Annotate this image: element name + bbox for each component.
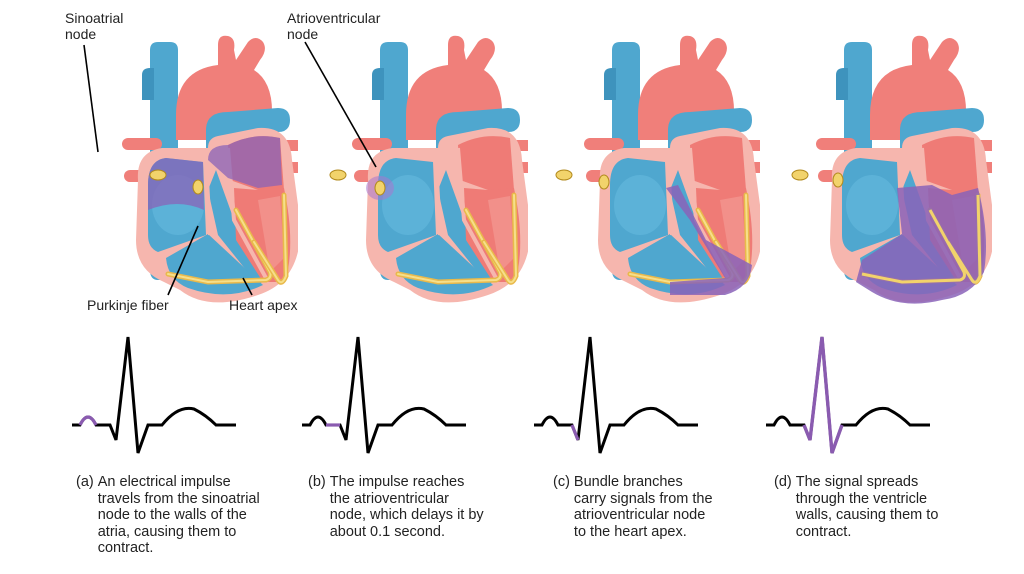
caption-b: (b) The impulse reaches the atrioventric… bbox=[308, 474, 484, 540]
sinoatrial-node-icon bbox=[791, 169, 809, 181]
ecg-q-wave-highlight bbox=[570, 424, 580, 441]
caption-tag: (d) bbox=[774, 474, 792, 490]
sinoatrial-node-icon bbox=[329, 169, 347, 181]
panel-b: (b) The impulse reaches the atrioventric… bbox=[288, 0, 528, 574]
caption-c: (c) Bundle branches carry signals from t… bbox=[553, 474, 713, 540]
label-atrioventricular-node: Atrioventricular node bbox=[287, 10, 380, 42]
label-sinoatrial-node: Sinoatrial node bbox=[65, 10, 123, 42]
caption-tag: (c) bbox=[553, 474, 570, 490]
atrioventricular-node-icon bbox=[598, 174, 610, 190]
ecg-qrs-highlight bbox=[802, 336, 844, 454]
ecg-trace-a bbox=[58, 325, 298, 460]
atrioventricular-node-icon bbox=[832, 172, 844, 188]
label-line: node bbox=[65, 26, 97, 42]
panel-d: (d) The signal spreads through the ventr… bbox=[752, 0, 992, 574]
atrioventricular-node-icon bbox=[192, 179, 204, 195]
heart-diagram-a bbox=[58, 20, 298, 320]
label-heart-apex: Heart apex bbox=[229, 297, 298, 313]
ecg-trace-b bbox=[288, 325, 528, 460]
atrioventricular-node-icon bbox=[374, 180, 386, 196]
ecg-trace-c bbox=[520, 325, 760, 460]
label-purkinje-fiber: Purkinje fiber bbox=[87, 297, 169, 313]
caption-text: The signal spreads through the ventricle… bbox=[795, 474, 939, 540]
heart-diagram-c bbox=[555, 20, 760, 320]
sinoatrial-node-icon bbox=[149, 169, 167, 181]
caption-a: (a) An electrical impulse travels from t… bbox=[76, 474, 260, 557]
label-line: Atrioventricular bbox=[287, 10, 381, 26]
ecg-p-wave-highlight bbox=[78, 415, 98, 426]
caption-text: An electrical impulse travels from the s… bbox=[97, 474, 260, 556]
caption-tag: (a) bbox=[76, 474, 94, 490]
panel-c: (c) Bundle branches carry signals from t… bbox=[520, 0, 760, 574]
caption-d: (d) The signal spreads through the ventr… bbox=[774, 474, 938, 540]
caption-tag: (b) bbox=[308, 474, 326, 490]
panel-a: (a) An electrical impulse travels from t… bbox=[58, 0, 298, 574]
ventricles-highlight bbox=[856, 185, 986, 304]
bundle-branch-highlight bbox=[666, 185, 752, 295]
label-line: Sinoatrial bbox=[65, 10, 124, 26]
heart-diagram-d bbox=[791, 20, 992, 320]
ecg-trace-d bbox=[752, 325, 992, 460]
caption-text: The impulse reaches the atrioventricular… bbox=[329, 474, 484, 540]
label-line: node bbox=[287, 26, 319, 42]
sinoatrial-node-icon bbox=[555, 169, 573, 181]
heart-diagram-b bbox=[329, 20, 528, 320]
caption-text: Bundle branches carry signals from the a… bbox=[573, 474, 713, 540]
